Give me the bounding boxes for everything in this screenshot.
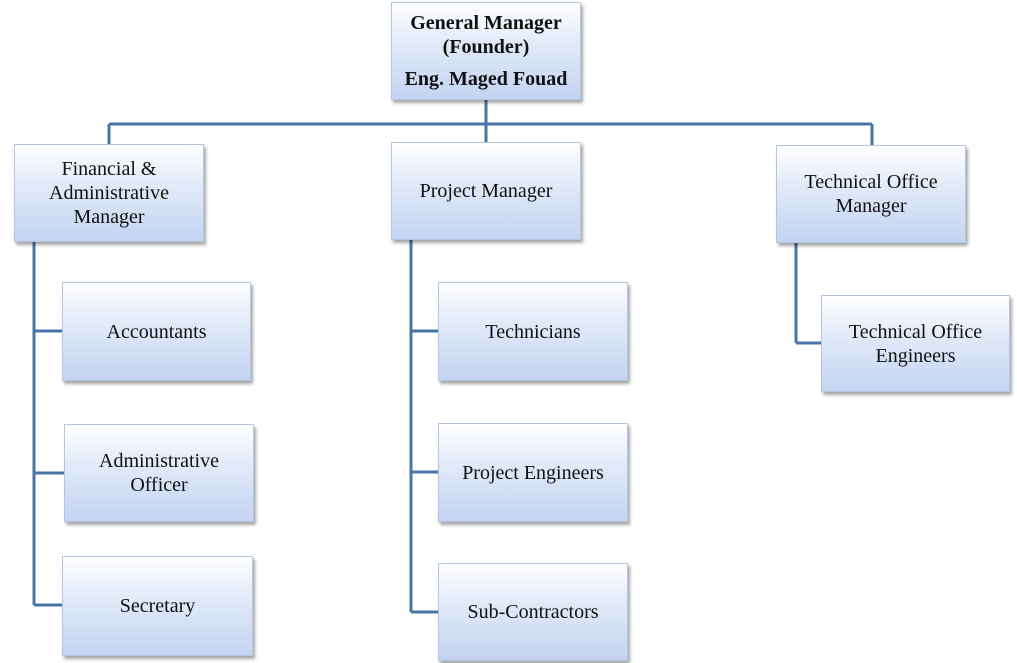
general-manager-title: General Manager (410, 12, 562, 34)
technical-manager-box: Technical Office Manager (776, 145, 966, 243)
financial-manager-label: Financial & Administrative Manager (49, 158, 169, 228)
project-engineers-label: Project Engineers (462, 461, 604, 484)
financial-manager-box: Financial & Administrative Manager (14, 144, 204, 242)
technical-manager-label: Technical Office Manager (804, 171, 938, 217)
project-manager-label: Project Manager (419, 180, 553, 202)
secretary-label: Secretary (119, 595, 196, 617)
administrative-officer-label: Administrative Officer (99, 450, 219, 496)
general-manager-name: Eng. Maged Fouad (404, 68, 568, 90)
technical-office-engineers-label: Technical Office Engineers (848, 320, 983, 367)
general-manager-subtitle: (Founder) (442, 36, 530, 58)
general-manager-box: General Manager (Founder) Eng. Maged Fou… (391, 2, 581, 100)
secretary-box: Secretary (62, 556, 253, 656)
technicians-box: Technicians (438, 282, 628, 381)
sub-contractors-label: Sub-Contractors (467, 601, 599, 623)
administrative-officer-box: Administrative Officer (64, 424, 254, 522)
accountants-label: Accountants (106, 320, 207, 343)
sub-contractors-box: Sub-Contractors (438, 563, 628, 661)
project-engineers-box: Project Engineers (438, 423, 628, 522)
technical-office-engineers-box: Technical Office Engineers (821, 295, 1010, 392)
accountants-box: Accountants (62, 282, 251, 381)
project-manager-box: Project Manager (391, 142, 581, 240)
technicians-label: Technicians (485, 320, 581, 343)
